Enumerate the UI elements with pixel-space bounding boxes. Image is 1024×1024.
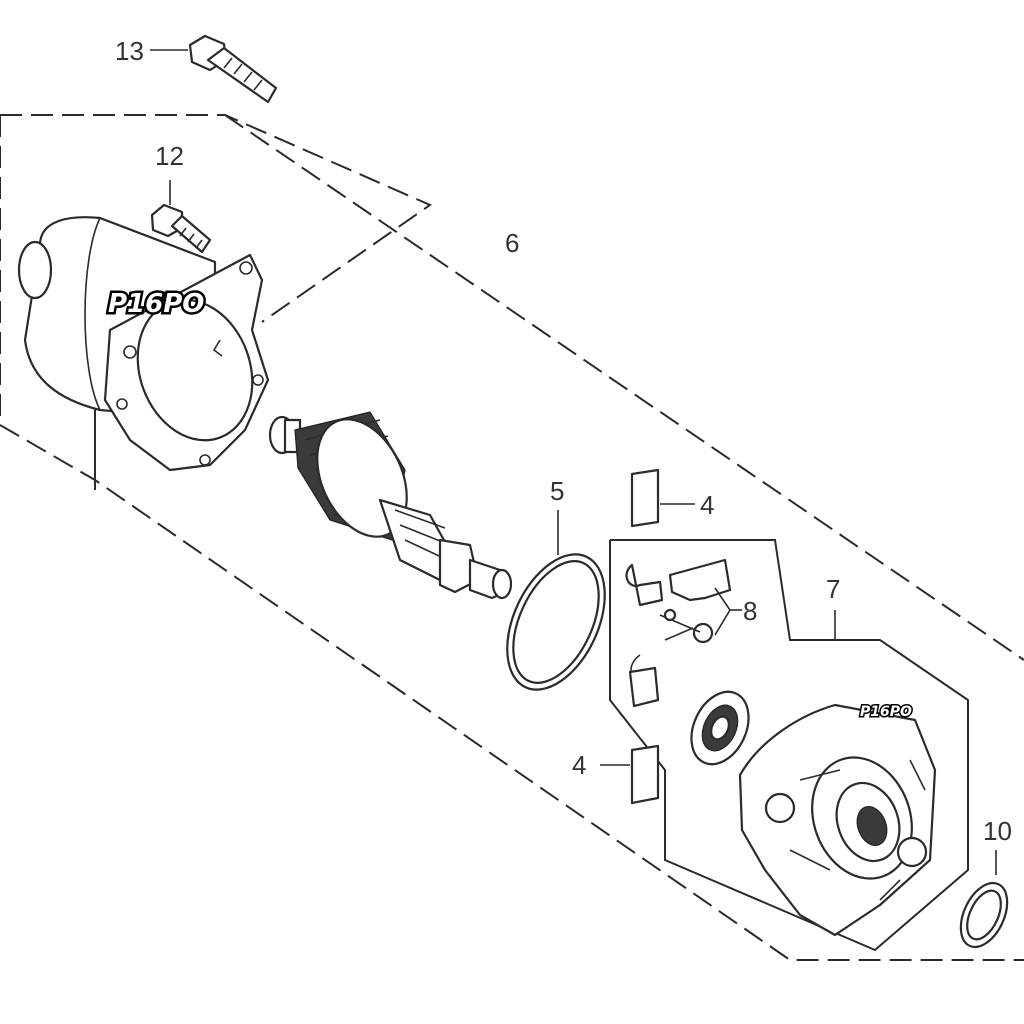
o-ring-5 — [506, 510, 606, 691]
callout-5: 5 — [550, 476, 564, 506]
bolt-13 — [150, 34, 278, 104]
callout-12: 12 — [155, 141, 184, 171]
washer-10 — [959, 850, 1009, 949]
screw-12 — [150, 180, 212, 254]
spring-4-upper — [630, 468, 695, 528]
brush-holder-8 — [625, 558, 742, 708]
armature — [268, 411, 513, 600]
callout-13: 13 — [115, 36, 144, 66]
callout-4-lower: 4 — [572, 750, 586, 780]
callout-10: 10 — [983, 816, 1012, 846]
spring-4-lower — [600, 744, 660, 805]
bearing — [690, 690, 750, 766]
assembly-outline-6 — [0, 114, 1024, 961]
watermark-large: P16PO — [108, 289, 204, 319]
callout-7: 7 — [826, 574, 840, 604]
callout-8: 8 — [743, 596, 757, 626]
callout-4-upper: 4 — [700, 490, 714, 520]
mounting-flange — [103, 253, 270, 472]
callout-6: 6 — [505, 228, 519, 258]
watermark-small: P16PO — [860, 704, 912, 720]
end-cover-7 — [738, 610, 937, 937]
